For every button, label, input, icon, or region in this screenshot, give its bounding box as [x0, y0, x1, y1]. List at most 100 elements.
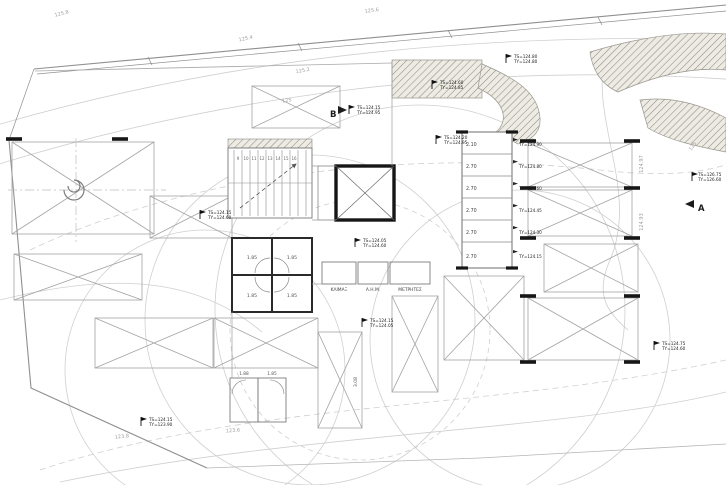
dim-label: 2.70: [466, 254, 477, 260]
contour-label: 125.8: [54, 9, 69, 18]
planting-bed-right: [639, 98, 726, 153]
svg-text:TY=124.05: TY=124.05: [369, 323, 394, 328]
svg-text:TS=124.80: TS=124.80: [513, 54, 538, 59]
svg-text:TS=124.05: TS=124.05: [362, 238, 387, 243]
dim-label: 3.08: [353, 377, 359, 387]
stair-number: 10: [243, 156, 249, 161]
elevator-lobby: [317, 165, 337, 221]
elevator-shaft: [317, 164, 396, 222]
parking-stall: [443, 275, 525, 361]
parking-stall: [13, 253, 143, 301]
stall-corner-marks: [6, 137, 640, 364]
room-stair-lobby: [321, 261, 357, 285]
svg-text:TS=124.15: TS=124.15: [148, 417, 173, 422]
contour-label: 125: [688, 141, 698, 152]
stair-number: 11: [251, 156, 257, 161]
ladder-level-flags: TY=124.90 TY=124.80 TY=124.60 TY=124.45 …: [513, 138, 542, 259]
svg-text:TY=124.80: TY=124.80: [513, 59, 538, 64]
level-label: TY=124.90: [518, 142, 542, 147]
storage-door-arcs: [254, 257, 290, 293]
planting-bed-top-right: [589, 32, 726, 93]
level-label: TY=124.60: [518, 186, 542, 191]
dim-label: 1.85: [267, 371, 277, 377]
step-ladder: 2.10 2.70 2.70 2.70 2.70 2.70 TY=124.90 …: [456, 130, 542, 270]
storage-rooms: 1.85 1.85 1.85 1.85: [231, 237, 313, 313]
parking-stall: [11, 141, 155, 235]
room-electrical: [357, 261, 389, 285]
stair-number: 12: [259, 156, 265, 161]
svg-text:TY=126.60: TY=126.60: [697, 177, 722, 182]
parking-stall: [213, 317, 319, 369]
ladder-dims: 2.10 2.70 2.70 2.70 2.70 2.70: [466, 142, 477, 260]
stair-number: 14: [275, 156, 281, 161]
dim-label: 1.88: [239, 371, 249, 377]
stair-tread-numbers: 9 10 11 12 13 14 15 16: [237, 156, 297, 161]
dim-label: 2.70: [466, 230, 477, 236]
contour-label: 125.2: [295, 67, 310, 75]
dim-label: 2.70: [466, 208, 477, 214]
svg-text:TS=126.75: TS=126.75: [697, 172, 722, 177]
spot-elevation-label: 124.93: [639, 213, 645, 231]
site-boundary: [8, 4, 726, 469]
parking-stall: [527, 142, 633, 188]
dim-label: 1.85: [287, 255, 297, 261]
utility-rooms: ΚΛΙΜΑΞ Α.Η.Μ. ΜΕΤΡΗΤΕΣ: [321, 261, 431, 293]
parking-stall: [543, 243, 639, 293]
svg-text:TY=124.60: TY=124.60: [362, 243, 387, 248]
contour-labels: 125.8 125.6 125.4 125.2 125 125 123.8 12…: [54, 7, 698, 441]
svg-text:TY=124.95: TY=124.95: [356, 110, 381, 115]
planting-swoosh: [477, 63, 541, 145]
parking-stall: [94, 317, 214, 369]
planting-hatch-areas: [391, 32, 726, 153]
room-meters: [389, 261, 431, 285]
stair-number: 16: [291, 156, 297, 161]
stair-direction-arrow: [239, 163, 297, 209]
svg-text:TY=124.60: TY=124.60: [661, 346, 686, 351]
dim-label: 1.85: [247, 255, 257, 261]
room-label-stair: ΚΛΙΜΑΞ: [331, 287, 348, 293]
contour-label: 123.8: [114, 433, 129, 440]
ramp-spiral-symbol: [63, 179, 85, 201]
grid-centerlines: [8, 138, 166, 242]
contour-label: 125.6: [364, 7, 379, 15]
section-markers: B A: [330, 106, 705, 214]
parking-stall: [527, 297, 639, 361]
ladder-outline: [461, 131, 513, 269]
dim-label: 2.70: [466, 164, 477, 170]
stair-number: 9: [237, 156, 240, 161]
svg-text:TS=124.20: TS=124.20: [443, 135, 468, 140]
structure-connectors: [231, 62, 393, 378]
section-arrow-a: [685, 200, 694, 208]
svg-text:TY=124.95: TY=124.95: [443, 140, 468, 145]
parking-stall: [391, 295, 439, 393]
contour-label: 123.6: [226, 428, 241, 435]
svg-text:TY=124.85: TY=124.85: [439, 85, 464, 90]
svg-text:TY=123.90: TY=123.90: [148, 422, 173, 427]
planting-bed-center: [391, 59, 483, 99]
parking-stall: [317, 331, 363, 429]
svg-text:TS=124.60: TS=124.60: [439, 80, 464, 85]
svg-text:TY=124.60: TY=124.60: [207, 215, 232, 220]
svg-text:TS=124.75: TS=124.75: [661, 341, 686, 346]
parking-stall: [251, 85, 341, 129]
storage-dims: 1.85 1.85 1.85 1.85: [247, 255, 297, 299]
svg-text:TS=124.15: TS=124.15: [356, 105, 381, 110]
stair-number: 15: [283, 156, 289, 161]
stair-hatch-wall: [227, 138, 313, 149]
level-label: TY=124.15: [518, 254, 542, 259]
dim-label: 1.85: [247, 293, 257, 299]
section-marker-a: A: [698, 204, 705, 214]
stair-number: 13: [267, 156, 273, 161]
contour-label: 125.4: [238, 35, 253, 44]
